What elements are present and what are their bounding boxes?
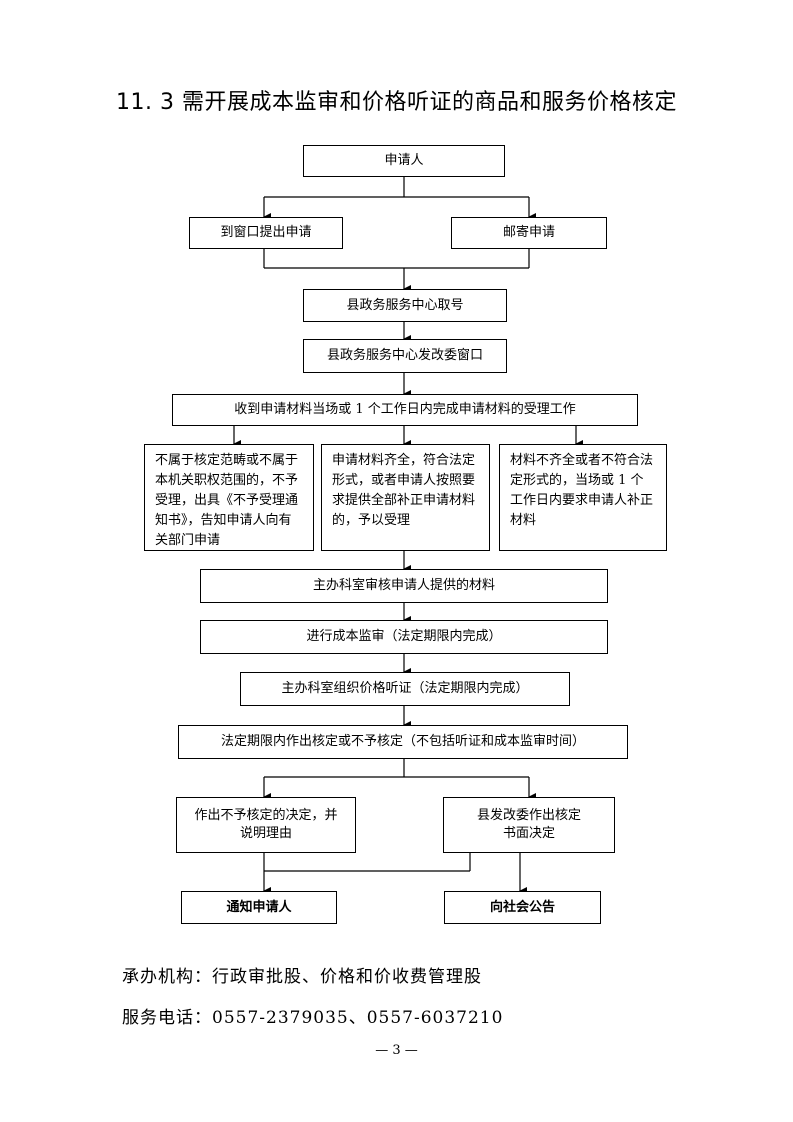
announce-box: 向社会公告 [444, 891, 601, 924]
notify-box: 通知申请人 [181, 891, 337, 924]
approve-decision-box: 县发改委作出核定书面决定 [443, 797, 615, 853]
take-number-box: 县政务服务中心取号 [303, 289, 507, 322]
window-submit-box: 到窗口提出申请 [189, 217, 343, 249]
agency-text: 承办机构：行政审批股、价格和价收费管理股 [122, 967, 482, 987]
applicant-box: 申请人 [303, 145, 505, 177]
review-box: 主办科室审核申请人提供的材料 [200, 569, 608, 603]
accepted-box: 申请材料齐全，符合法定形式，或者申请人按照要求提供全部补正申请材料的，予以受理 [321, 444, 490, 551]
acceptance-box: 收到申请材料当场或 1 个工作日内完成申请材料的受理工作 [172, 394, 638, 426]
cost-audit-box: 进行成本监审（法定期限内完成） [200, 620, 608, 654]
page-number: — 3 — [375, 1043, 418, 1058]
not-accepted-box: 不属于核定范畴或不属于本机关职权范围的，不予受理，出具《不予受理通知书》，告知申… [144, 444, 314, 551]
hearing-box: 主办科室组织价格听证（法定期限内完成） [240, 672, 570, 706]
decision-box: 法定期限内作出核定或不予核定（不包括听证和成本监审时间） [178, 725, 628, 759]
drc-window-box: 县政务服务中心发改委窗口 [303, 339, 507, 373]
page-title: 11. 3 需开展成本监审和价格听证的商品和服务价格核定 [116, 90, 677, 115]
mail-submit-box: 邮寄申请 [451, 217, 607, 249]
reject-decision-box: 作出不予核定的决定，并说明理由 [176, 797, 356, 853]
supplement-box: 材料不齐全或者不符合法定形式的，当场或 1 个工作日内要求申请人补正材料 [499, 444, 667, 551]
phone-text: 服务电话：0557-2379035、0557-6037210 [122, 1008, 504, 1028]
